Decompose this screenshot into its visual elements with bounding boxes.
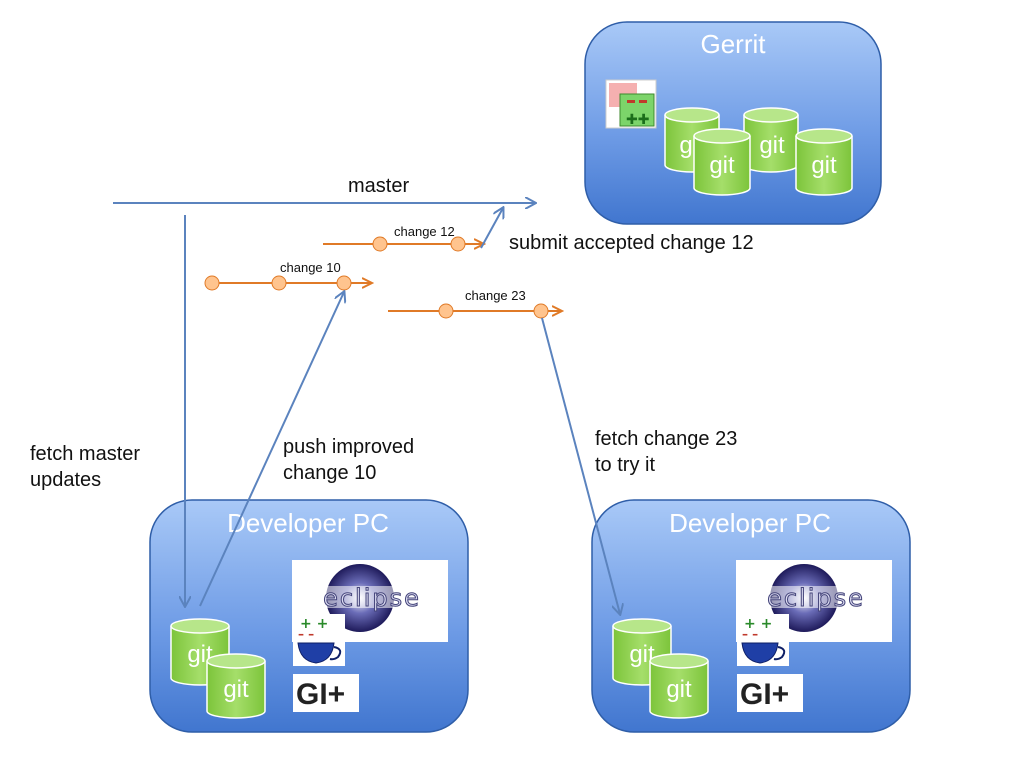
change-10-commit-2	[271, 275, 287, 291]
gerrit-git-label-3: git	[709, 152, 735, 179]
developer-pc-right-title: Developer PC	[669, 508, 831, 538]
developer-pc-left-box: Developer PC eclipse + + – – GI+ git git	[149, 499, 469, 733]
change-12-commit-1	[372, 236, 388, 252]
developer-right-git-label-2: git	[666, 676, 692, 703]
gerrit-server-box: Gerrit ✚✚ git git git	[584, 21, 882, 225]
developer-pc-right-box: Developer PC eclipse + + – – GI+ git git	[591, 499, 911, 733]
gerrit-git-repo-4: git	[795, 128, 853, 196]
gerrit-logo-icon: ✚✚	[605, 79, 657, 129]
change-10-commit-3	[336, 275, 352, 291]
cup-icon: + + – –	[737, 614, 789, 666]
gerrit-git-repo-3: git	[693, 128, 751, 196]
developer-left-git-repo-2: git	[206, 653, 266, 719]
change-23-branch: change 23	[388, 288, 562, 319]
egit-logo-icon: GI+	[293, 674, 359, 712]
cup-icon: + + – –	[293, 614, 345, 666]
svg-text:✚✚: ✚✚	[626, 112, 649, 128]
submit-label: submit accepted change 12	[509, 232, 754, 254]
fetch-change-label: fetch change 23 to try it	[595, 428, 743, 476]
gerrit-git-repo-2: git	[743, 107, 799, 173]
svg-text:– –: – –	[298, 627, 314, 641]
gerrit-git-label-2: git	[759, 132, 785, 159]
gerrit-git-label-4: git	[811, 152, 837, 179]
egit-logo-text: GI+	[740, 678, 789, 711]
change-12-branch: change 12	[323, 224, 484, 252]
fetch-master-label: fetch master updates	[30, 443, 146, 491]
gerrit-title: Gerrit	[701, 29, 767, 59]
change-23-commit-2	[533, 303, 549, 319]
fetch-change-arrow	[541, 317, 620, 614]
push-change-arrow	[199, 292, 344, 607]
svg-text:+ +: + +	[744, 616, 772, 632]
master-branch-label: master	[348, 175, 409, 197]
change-12-commit-2	[450, 236, 466, 252]
egit-logo-text: GI+	[296, 678, 345, 711]
egit-logo-icon: GI+	[737, 674, 803, 712]
change-10-branch: change 10	[204, 260, 372, 291]
developer-right-git-repo-2: git	[649, 653, 709, 719]
eclipse-logo-text: eclipse	[767, 584, 865, 612]
change-23-commit-1	[438, 303, 454, 319]
change-12-label: change 12	[394, 224, 455, 239]
submit-arrow	[480, 208, 503, 249]
eclipse-logo-icon: eclipse	[736, 560, 892, 642]
svg-text:+ +: + +	[300, 616, 328, 632]
eclipse-logo-text: eclipse	[323, 584, 421, 612]
change-10-commit-1	[204, 275, 220, 291]
push-improved-label: push improved change 10	[283, 436, 420, 484]
change-23-label: change 23	[465, 288, 526, 303]
change-10-label: change 10	[280, 260, 341, 275]
svg-text:– –: – –	[742, 627, 758, 641]
developer-left-git-label-2: git	[223, 676, 249, 703]
developer-pc-left-title: Developer PC	[227, 508, 389, 538]
